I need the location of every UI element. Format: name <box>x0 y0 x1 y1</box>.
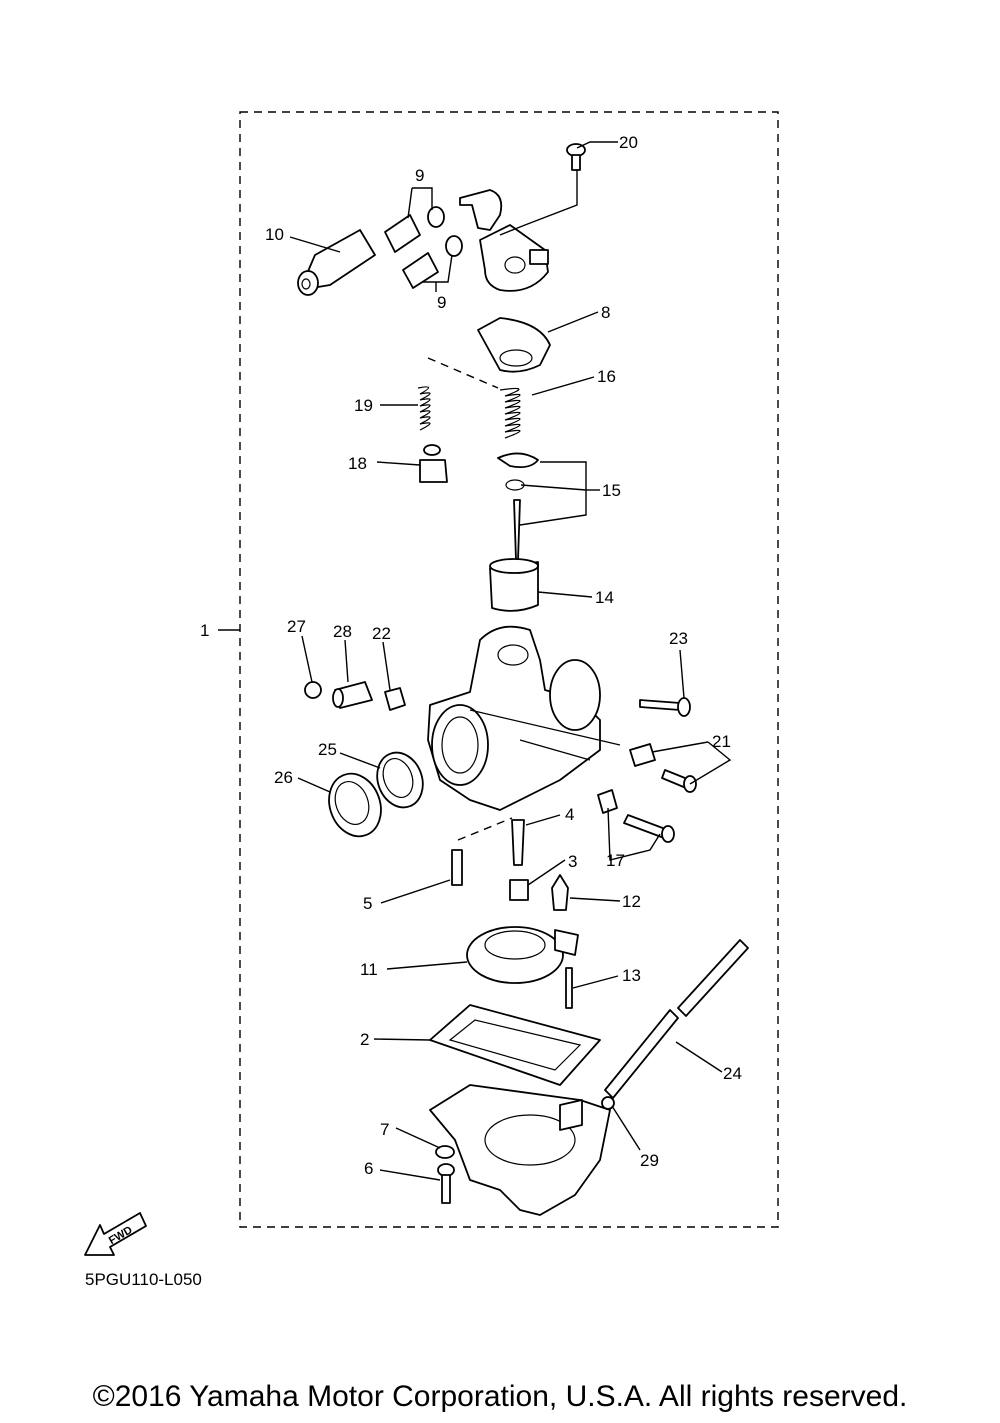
part-17-throttle-stop-set <box>597 789 675 843</box>
part-12-float-valve <box>551 874 569 911</box>
part-20-screw <box>566 143 586 171</box>
callout-29: 29 <box>640 1151 659 1170</box>
part-10-cable-boot <box>297 229 376 296</box>
part-21-air-screw-set <box>629 743 697 793</box>
diagram-code: 5PGU110-L050 <box>85 1270 202 1289</box>
callout-20: 20 <box>619 133 638 152</box>
callout-27: 27 <box>287 617 306 636</box>
callout-13: 13 <box>622 966 641 985</box>
callout-3: 3 <box>568 852 577 871</box>
part-9-cable-adjuster-upper <box>384 206 445 253</box>
callout-15: 15 <box>602 481 621 500</box>
callout-19: 19 <box>354 396 373 415</box>
callout-7: 7 <box>380 1120 389 1139</box>
part-3-main-jet <box>509 879 529 901</box>
callout-1: 1 <box>200 621 209 640</box>
callout-2: 2 <box>360 1030 369 1049</box>
part-15-needle-set <box>497 452 539 561</box>
callout-26: 26 <box>274 768 293 787</box>
part-26-joint <box>328 772 382 838</box>
callout-24: 24 <box>723 1064 742 1083</box>
callout-6: 6 <box>364 1159 373 1178</box>
copyright-notice: ©2016 Yamaha Motor Corporation, U.S.A. A… <box>92 1380 908 1413</box>
callout-4: 4 <box>565 805 574 824</box>
carburetor-body <box>427 625 621 811</box>
part-2-gasket <box>429 1004 601 1086</box>
callout-25: 25 <box>318 740 337 759</box>
part-19-spring <box>417 386 431 431</box>
callout-11: 11 <box>360 960 378 979</box>
callout-23: 23 <box>669 629 688 648</box>
part-18-pilot-jet <box>419 444 448 483</box>
part-29-clip <box>601 1096 615 1110</box>
fwd-arrow-icon: FWD <box>84 1212 147 1256</box>
part-6-screw <box>437 1163 455 1204</box>
assembly-boundary <box>239 111 779 1228</box>
callout-18: 18 <box>348 454 367 473</box>
callout-12: 12 <box>622 892 641 911</box>
part-4-needle-jet <box>511 819 525 866</box>
callout-21: 21 <box>712 732 731 751</box>
part-24-hose <box>604 939 749 1099</box>
callout-14: 14 <box>595 588 614 607</box>
callout-9-upper: 9 <box>415 166 424 185</box>
callout-9-lower: 9 <box>437 293 446 312</box>
callout-10: 10 <box>265 225 284 244</box>
part-23-screw <box>639 697 691 717</box>
callout-28: 28 <box>333 622 352 641</box>
part-8-plate-gasket <box>477 317 551 373</box>
leader-lines <box>218 141 732 1181</box>
part-16-throttle-spring <box>499 387 521 439</box>
part-25-ring <box>376 751 424 809</box>
part-28-cap <box>332 681 373 709</box>
callout-8: 8 <box>601 303 610 322</box>
callout-17: 17 <box>606 851 625 870</box>
part-7-washer <box>435 1145 455 1159</box>
float-chamber <box>429 1084 611 1216</box>
callout-22: 22 <box>372 624 391 643</box>
fwd-arrow-label: FWD <box>107 1224 135 1247</box>
part-27-clip <box>304 681 322 699</box>
part-13-float-pin <box>565 967 573 1009</box>
part-22-nut <box>384 687 406 711</box>
callout-labels: 1 2 3 4 5 6 7 8 9 9 10 11 12 13 14 15 16… <box>200 133 742 1178</box>
part-9-cable-adjuster-lower <box>402 235 463 289</box>
callout-5: 5 <box>363 894 372 913</box>
part-5-starter-jet <box>451 849 463 886</box>
callout-16: 16 <box>597 367 616 386</box>
part-top-cover-fitting <box>459 189 549 292</box>
part-11-float <box>466 926 579 984</box>
part-14-throttle-valve <box>489 558 539 612</box>
